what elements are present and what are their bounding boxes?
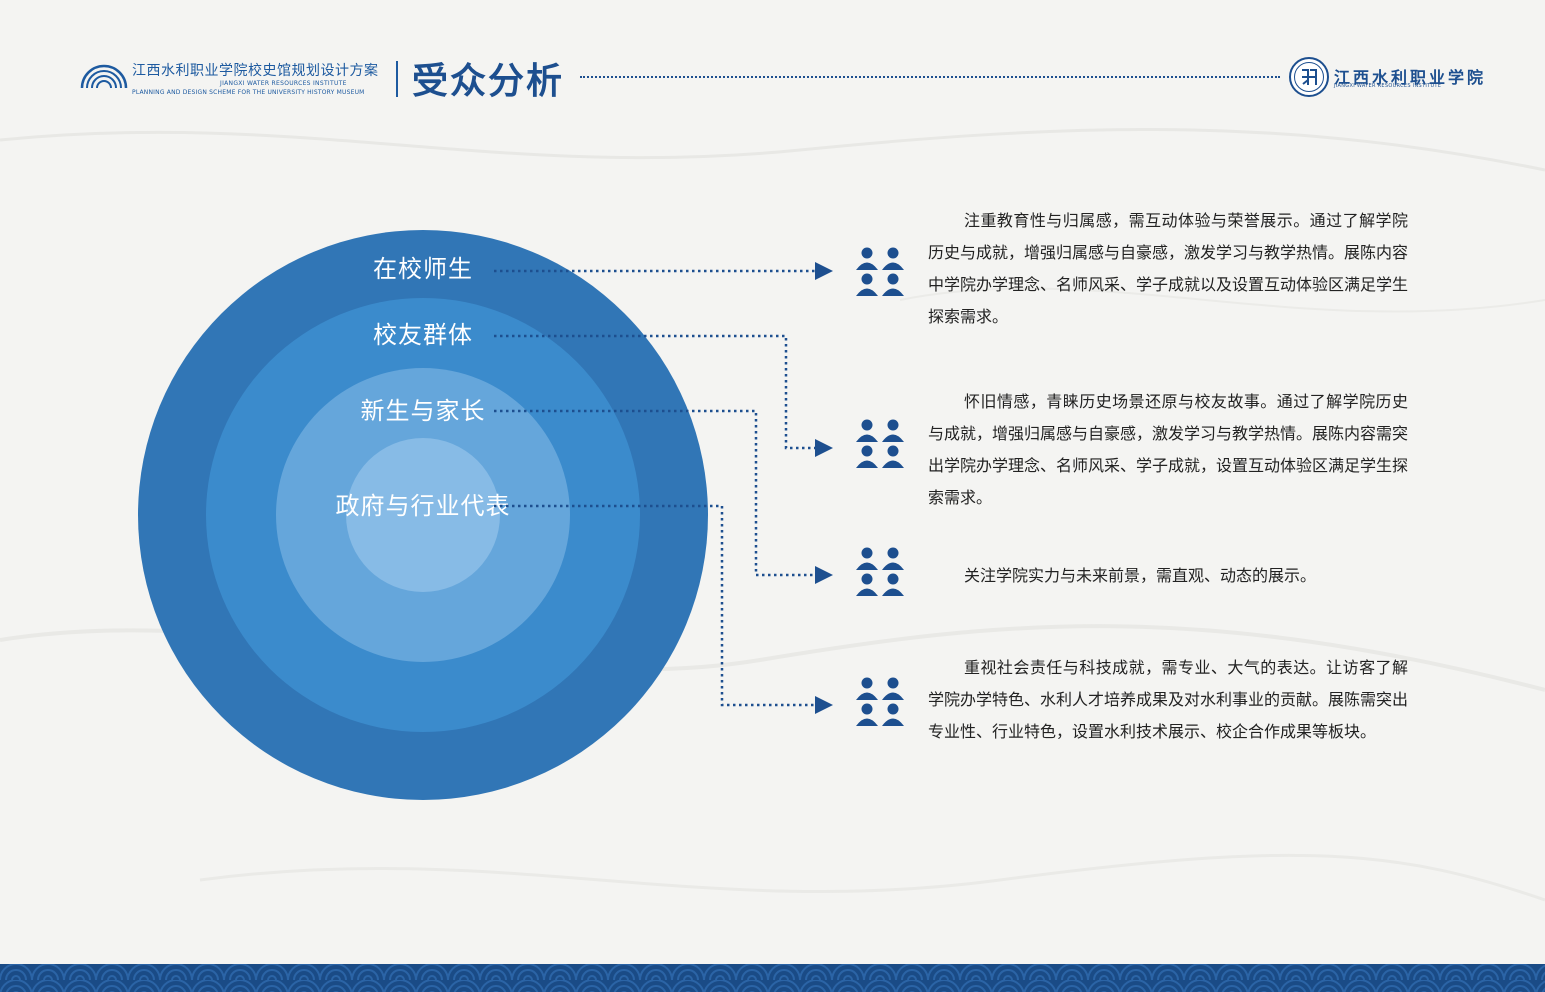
description-current-students: 注重教育性与归属感，需互动体验与荣誉展示。通过了解学院历史与成就，增强归属感与自… [928, 211, 1409, 326]
page-title: 受众分析 [412, 61, 565, 102]
institute-name-en: JIANGXI WATER RESOURCES INSTITUTE [220, 80, 347, 87]
ring-label-new-students-parents: 新生与家长 [360, 397, 486, 425]
description-new-students-parents: 关注学院实力与未来前景，需直观、动态的展示。 [964, 566, 1317, 585]
school-seal-icon [1289, 57, 1329, 97]
connector-line-4 [494, 504, 815, 707]
header-dotted-line [580, 76, 1280, 78]
connector-line-3 [494, 409, 815, 577]
institution-name-en: JIANGXI WATER RESOURCES INSTITUTE [1334, 83, 1442, 89]
project-title-cn: 江西水利职业学院校史馆规划设计方案 [132, 63, 379, 79]
description-alumni: 怀旧情感，青睐历史场景还原与校友故事。通过了解学院历史与成就，增强归属感与自豪感… [928, 392, 1409, 507]
wave-logo-icon [80, 64, 128, 89]
arrow-right-icon [815, 566, 833, 584]
institution-name: 江西水利职业学院 [1334, 68, 1487, 87]
project-title-en: PLANNING AND DESIGN SCHEME FOR THE UNIVE… [132, 89, 365, 96]
people-group-icon [856, 419, 904, 468]
connector-line-2 [494, 334, 815, 450]
people-group-icon [856, 677, 904, 726]
ring-government-industry [346, 438, 500, 592]
ring-label-alumni: 校友群体 [373, 321, 473, 349]
header-divider [396, 61, 398, 97]
ring-label-government-industry: 政府与行业代表 [335, 492, 511, 520]
ring-label-current-students: 在校师生 [373, 255, 473, 283]
arrow-right-icon [815, 262, 833, 280]
footer-wave-band [0, 964, 1545, 992]
people-group-icon [856, 547, 904, 596]
arrow-right-icon [815, 696, 833, 714]
people-group-icon [856, 247, 904, 296]
arrow-right-icon [815, 439, 833, 457]
description-government-industry: 重视社会责任与科技成就，需专业、大气的表达。让访客了解学院办学特色、水利人才培养… [928, 658, 1409, 741]
